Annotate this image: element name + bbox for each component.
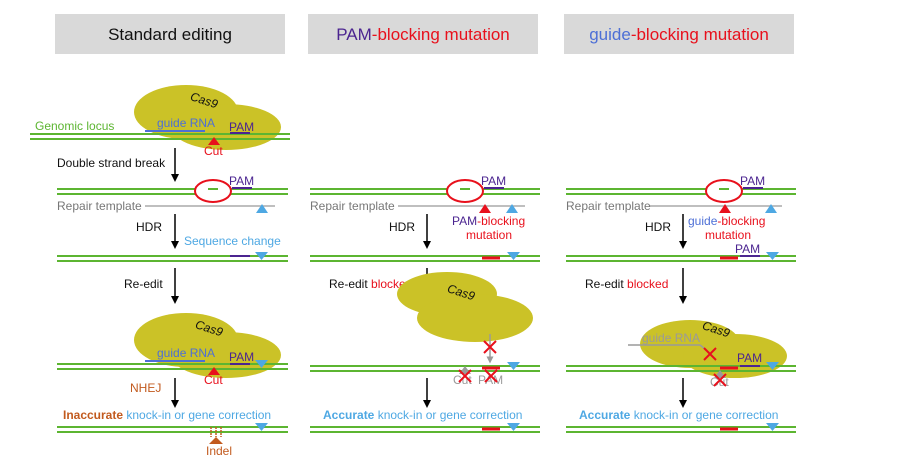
hdr-label: HDR [645, 220, 671, 234]
panel-standard-editing: Genomic locus Cas9 guide RNA PAM Cut Dou… [30, 85, 290, 458]
re-edit-blocked-label: Re-edit blocked [585, 277, 668, 291]
block-x-icon [703, 347, 717, 361]
re-edit-text: Re-edit [329, 277, 371, 291]
cut-marker [208, 137, 220, 145]
pam-label: PAM [229, 120, 254, 134]
header-box [55, 14, 285, 54]
panel-header-standard: Standard editing [55, 14, 285, 54]
outcome-rest: knock-in or gene correction [374, 408, 522, 422]
re-edit-text: Re-edit [585, 277, 627, 291]
outcome-rest: knock-in or gene correction [630, 408, 778, 422]
cas9-blob [417, 294, 533, 342]
sequence-change-label: Sequence change [184, 234, 281, 248]
cut-label: Cut [204, 373, 223, 387]
pam-label: PAM [740, 174, 765, 188]
mutation-label-line1: PAM-blocking [452, 214, 525, 228]
outcome-bold: Accurate [323, 408, 375, 422]
sequence-change-marker [255, 423, 268, 431]
outcome-bold: Inaccurate [63, 408, 123, 422]
guide-rna-label: guide RNA [642, 331, 700, 345]
re-edit-label: Re-edit [124, 277, 163, 291]
cas9-blob [171, 332, 281, 378]
sequence-change-marker [765, 204, 777, 213]
pam-label: PAM [737, 351, 762, 365]
repair-template-label: Repair template [57, 199, 142, 213]
hdr-label: HDR [389, 220, 415, 234]
mutation-suffix: -blocking [477, 214, 525, 228]
break-circle [705, 179, 743, 203]
sequence-change-marker [506, 204, 518, 213]
sequence-change-marker [766, 423, 779, 431]
block-x-icon [483, 340, 497, 354]
cut-marker [208, 367, 220, 375]
pam-label: PAM [478, 373, 503, 387]
mutation-prefix: PAM [452, 214, 477, 228]
outcome-rest: knock-in or gene correction [123, 408, 271, 422]
mutation-label-line1: guide-blocking [688, 214, 765, 228]
header-box [564, 14, 794, 54]
header-prefix: PAM [336, 25, 372, 44]
outcome-bold: Accurate [579, 408, 631, 422]
panel-header-pam-blocking: PAM-blocking mutation [308, 14, 538, 54]
cut-label: Cut [204, 144, 223, 158]
outcome-accurate: Accurate knock-in or gene correction [579, 408, 778, 422]
indel-marker [209, 437, 223, 444]
guide-rna-label: guide RNA [157, 346, 215, 360]
panel-guide-blocking: PAM Repair template guide-blocking mutat… [566, 174, 796, 433]
pam-x-icon [484, 369, 498, 383]
guide-mutation-marker [719, 204, 731, 213]
nhej-label: NHEJ [130, 381, 161, 395]
header-title-standard: Standard editing [108, 25, 232, 44]
break-circle [446, 179, 484, 203]
outcome-accurate: Accurate knock-in or gene correction [323, 408, 522, 422]
hdr-label: HDR [136, 220, 162, 234]
repair-template-label: Repair template [310, 199, 395, 213]
cut-label: Cut [710, 375, 729, 389]
panel-pam-blocking: PAM Repair template PAM-blocking mutatio… [310, 174, 540, 433]
break-circle [194, 179, 232, 203]
sequence-change-marker [255, 252, 268, 260]
header-suffix: -blocking mutation [631, 25, 769, 44]
pam-label: PAM [481, 174, 506, 188]
outcome-inaccurate: Inaccurate knock-in or gene correction [63, 408, 271, 422]
pam-mutation-marker [479, 204, 491, 213]
repair-template-label: Repair template [566, 199, 651, 213]
mutation-label-line2: mutation [705, 228, 751, 242]
sequence-change-marker [507, 252, 520, 260]
mutation-prefix: guide [688, 214, 718, 228]
cut-label: Cut [453, 373, 472, 387]
sequence-change-marker [766, 252, 779, 260]
pam-label: PAM [229, 174, 254, 188]
header-title-pam-blocking: PAM-blocking mutation [336, 25, 510, 44]
sequence-change-marker [766, 362, 779, 370]
sequence-change-marker [256, 204, 268, 213]
sequence-change-marker [507, 362, 520, 370]
blocked-text: blocked [627, 277, 668, 291]
guide-rna-label: guide RNA [157, 116, 215, 130]
double-strand-break-label: Double strand break [57, 156, 166, 170]
cut-x-icon [713, 373, 727, 387]
indel-label: Indel [206, 444, 232, 458]
pam-label: PAM [735, 242, 760, 256]
header-prefix: guide [589, 25, 631, 44]
header-title-guide-blocking: guide-blocking mutation [589, 25, 769, 44]
header-box [308, 14, 538, 54]
genomic-locus-label: Genomic locus [35, 119, 114, 133]
cut-x-icon [458, 369, 472, 383]
mutation-suffix: -blocking [717, 214, 765, 228]
pam-label: PAM [229, 350, 254, 364]
mutation-label-line2: mutation [466, 228, 512, 242]
sequence-change-marker [255, 360, 268, 368]
header-suffix: -blocking mutation [372, 25, 510, 44]
sequence-change-marker [507, 423, 520, 431]
panel-header-guide-blocking: guide-blocking mutation [564, 14, 794, 54]
